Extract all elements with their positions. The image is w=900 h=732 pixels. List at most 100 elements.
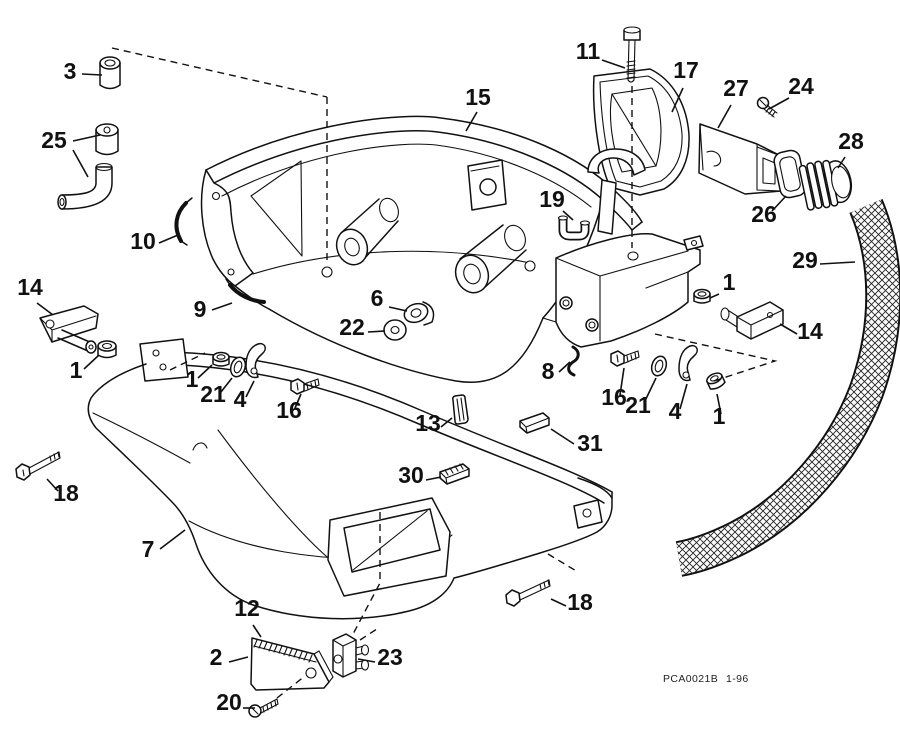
figure-date: 1-96 bbox=[726, 673, 749, 685]
part-cap-25 bbox=[95, 123, 119, 156]
part-plug-6 bbox=[403, 301, 435, 326]
callout-21r: 21 bbox=[625, 392, 651, 418]
callout-6: 6 bbox=[371, 285, 384, 311]
part-block-31 bbox=[519, 412, 550, 434]
callout-leader-29 bbox=[819, 261, 856, 265]
callout-leader-16l bbox=[294, 393, 302, 409]
callout-leader-3 bbox=[81, 73, 103, 76]
callout-leader-27 bbox=[717, 104, 732, 129]
part-hook-19 bbox=[557, 215, 591, 241]
callout-leader-23 bbox=[357, 658, 376, 663]
part-clip-9 bbox=[225, 278, 266, 304]
callout-leader-7 bbox=[159, 529, 186, 550]
callout-22: 22 bbox=[339, 314, 365, 340]
part-lower-cover bbox=[87, 338, 613, 620]
part-ring-21-right bbox=[650, 355, 668, 377]
part-latch-14-left bbox=[39, 305, 99, 354]
part-bolt-18-left bbox=[15, 451, 61, 481]
callout-leader-22 bbox=[367, 330, 386, 333]
part-muffler-28 bbox=[798, 159, 853, 211]
callout-4r: 4 bbox=[669, 398, 682, 424]
callout-7: 7 bbox=[142, 536, 155, 562]
part-bracket-mid bbox=[542, 233, 704, 348]
callout-leader-21l bbox=[220, 377, 233, 393]
callout-leader-21r bbox=[643, 377, 657, 404]
callout-29: 29 bbox=[792, 247, 818, 273]
part-bushing-3 bbox=[99, 56, 121, 90]
part-gasket-26 bbox=[773, 149, 807, 199]
part-bolt-11 bbox=[623, 26, 641, 83]
part-bolt-18-right bbox=[505, 579, 551, 607]
callout-leader-6 bbox=[388, 306, 408, 312]
part-washer-22 bbox=[383, 319, 407, 341]
callout-leader-26 bbox=[771, 195, 787, 212]
callout-24: 24 bbox=[788, 73, 814, 99]
callout-leader-4r bbox=[679, 383, 688, 410]
callout-17: 17 bbox=[673, 57, 699, 83]
callout-leader-17 bbox=[671, 87, 684, 113]
part-clip-10 bbox=[174, 197, 193, 246]
callout-leader-18r bbox=[550, 598, 567, 607]
callout-leader-31 bbox=[550, 428, 575, 445]
callout-19: 19 bbox=[539, 186, 565, 212]
callout-leader-8 bbox=[558, 361, 571, 373]
callout-1c: 1 bbox=[713, 403, 726, 429]
callout-leader-14l bbox=[36, 302, 54, 316]
callout-leader-1a bbox=[83, 354, 100, 370]
part-hook-4-left bbox=[245, 342, 266, 379]
part-hook-4-right bbox=[678, 344, 698, 382]
callout-leader-11 bbox=[601, 59, 626, 69]
callout-leader-30 bbox=[425, 476, 442, 481]
callout-leader-25 bbox=[72, 134, 101, 142]
callout-1b: 1 bbox=[186, 366, 199, 392]
part-mount-14-right bbox=[720, 301, 784, 340]
callout-8: 8 bbox=[542, 358, 555, 384]
part-screw-16-left bbox=[290, 378, 320, 395]
callout-23: 23 bbox=[377, 644, 403, 670]
callout-leader-16r bbox=[619, 367, 625, 396]
callout-leader-1c bbox=[716, 393, 722, 415]
part-pin-13 bbox=[452, 394, 469, 425]
callout-leader-12 bbox=[252, 624, 262, 638]
part-grommet-1b bbox=[212, 351, 230, 367]
diagram-artwork bbox=[15, 26, 900, 718]
callout-leader-15 bbox=[465, 111, 478, 132]
callout-30: 30 bbox=[398, 462, 424, 488]
figure-code: PCA0021B bbox=[663, 673, 718, 685]
callout-leader-24 bbox=[768, 97, 790, 110]
callout-leader-19 bbox=[562, 210, 574, 221]
callout-25: 25 bbox=[41, 127, 67, 153]
callout-leader-1b bbox=[197, 364, 213, 379]
callout-16r: 16 bbox=[601, 384, 627, 410]
callout-leader-10 bbox=[158, 234, 179, 244]
callout-14l: 14 bbox=[17, 274, 43, 300]
part-duct-27 bbox=[698, 123, 782, 195]
part-hose-shape bbox=[675, 198, 900, 577]
part-screw-16-right bbox=[610, 350, 640, 367]
part-vent-plate bbox=[250, 637, 334, 691]
part-screw-20 bbox=[248, 698, 279, 718]
alignment-dashed-lines bbox=[111, 47, 778, 699]
part-block-30 bbox=[439, 463, 470, 485]
callout-leader-28 bbox=[837, 156, 846, 169]
part-bracket-17 bbox=[587, 68, 690, 235]
callout-10: 10 bbox=[130, 228, 156, 254]
callout-leader-2 bbox=[228, 656, 249, 663]
callout-13: 13 bbox=[415, 410, 441, 436]
callout-12: 12 bbox=[234, 595, 260, 621]
callout-14r: 14 bbox=[797, 318, 823, 344]
part-grommet-1d bbox=[693, 288, 711, 304]
callout-leader-25 bbox=[72, 149, 89, 178]
callout-leader-1d bbox=[709, 293, 720, 299]
callout-26: 26 bbox=[751, 201, 777, 227]
callout-1d: 1 bbox=[723, 269, 736, 295]
callout-leader-18l bbox=[46, 478, 59, 492]
callout-leader-9 bbox=[211, 302, 233, 311]
callout-2: 2 bbox=[210, 644, 223, 670]
callout-4l: 4 bbox=[234, 386, 247, 412]
callout-leader-14r bbox=[779, 323, 798, 335]
callout-leader-13 bbox=[440, 417, 453, 428]
